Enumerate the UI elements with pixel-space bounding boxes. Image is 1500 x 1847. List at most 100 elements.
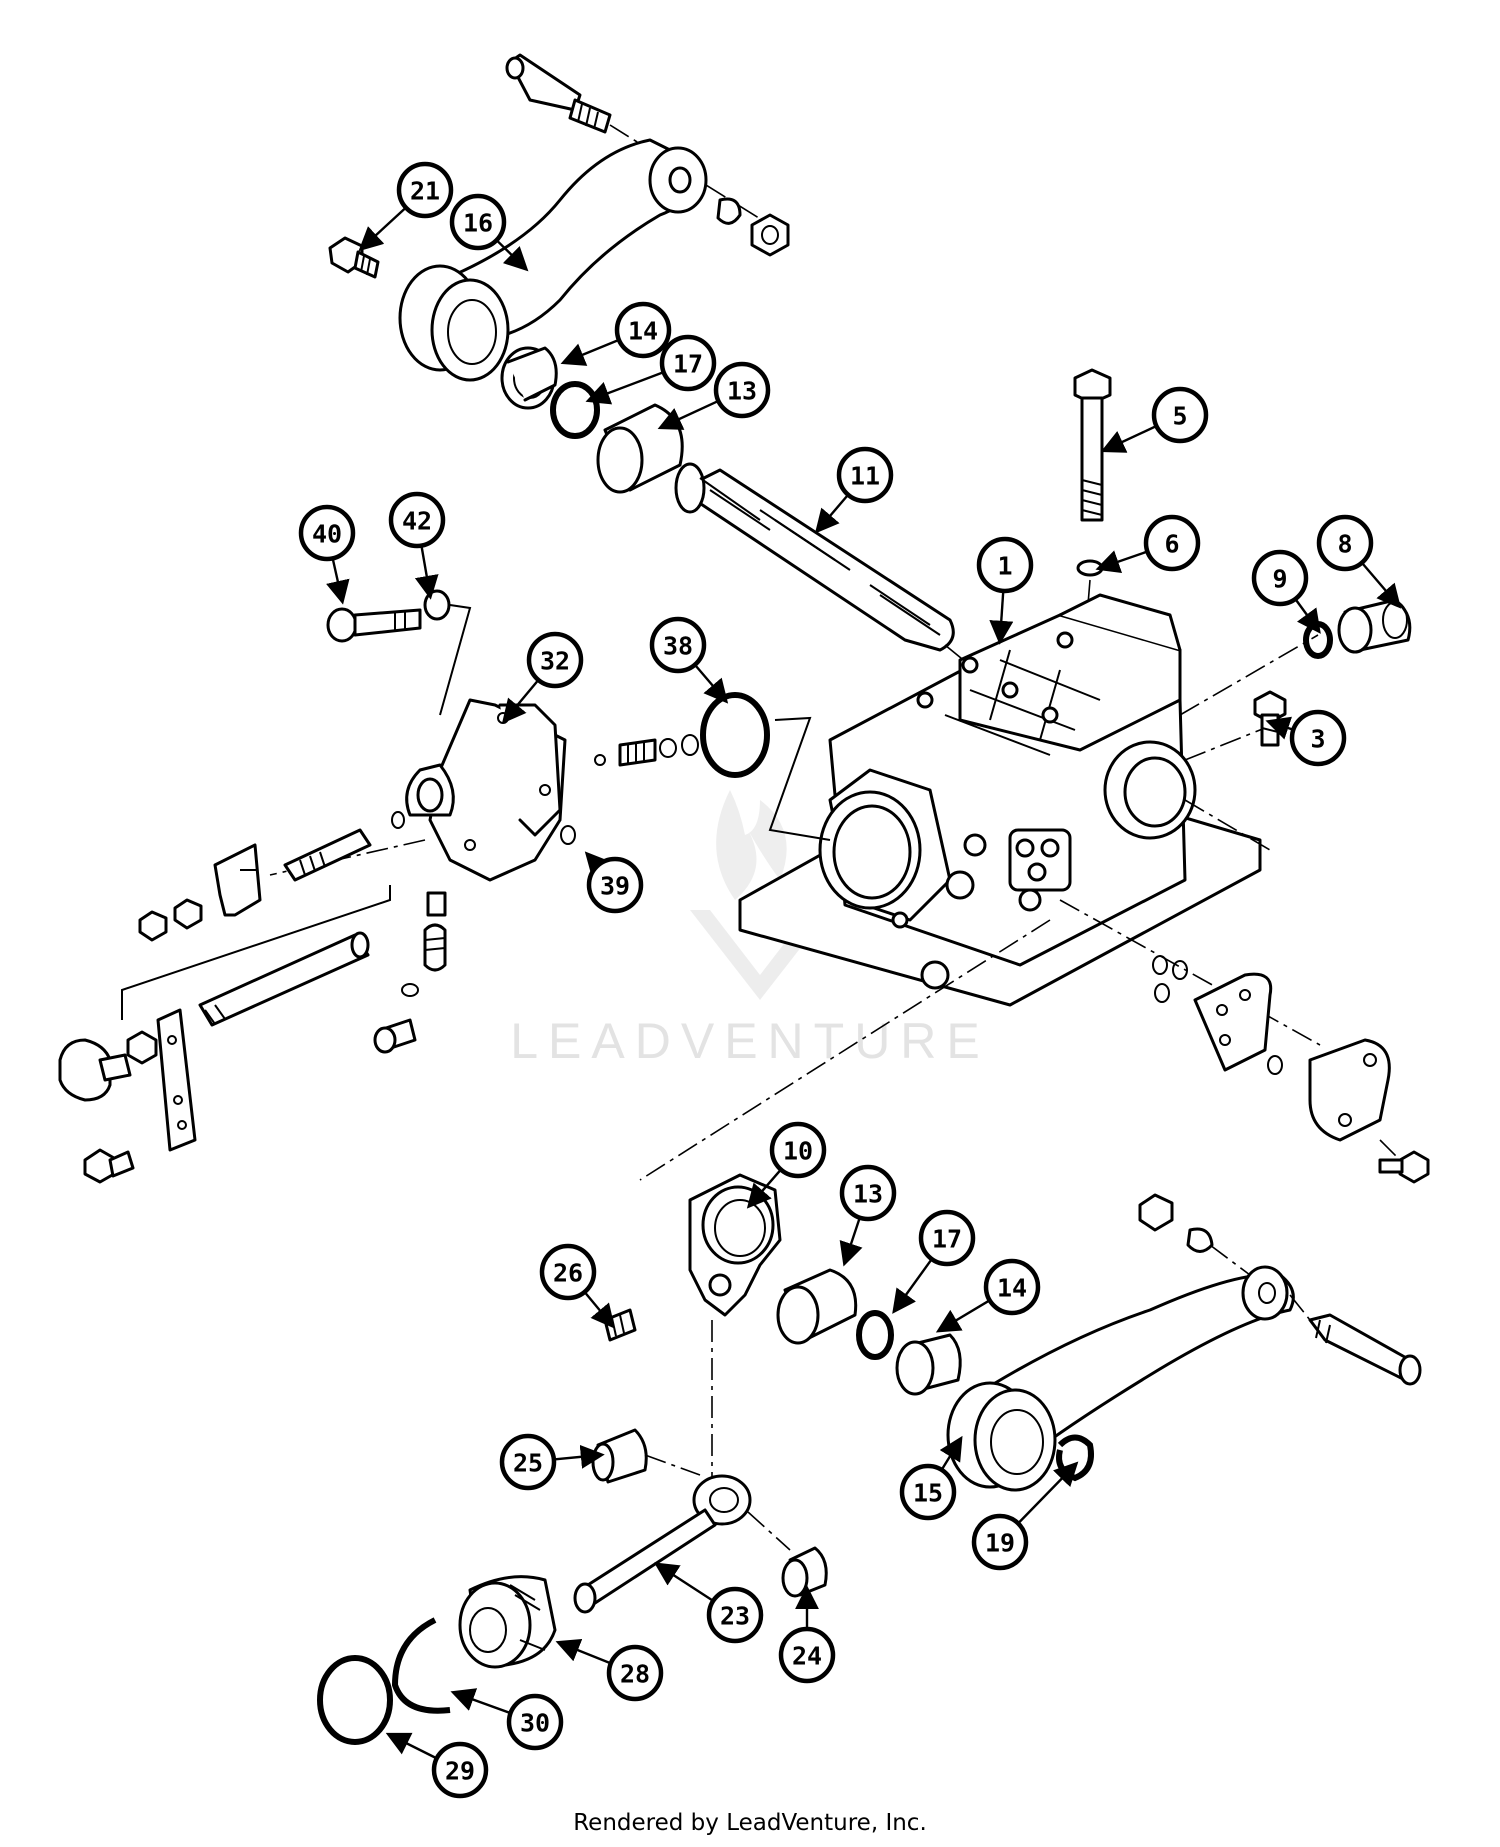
callout-leader	[495, 239, 529, 272]
callout-28: 28	[555, 1638, 664, 1702]
bolt-40	[326, 607, 422, 643]
handle-knob	[58, 1038, 132, 1102]
lift-housing-1	[738, 593, 1262, 1007]
callout-leader	[1095, 550, 1148, 574]
callout-label: 17	[673, 350, 703, 379]
footer-credit: Rendered by LeadVenture, Inc.	[573, 1810, 927, 1836]
callout-circle	[449, 193, 507, 251]
callout-circle	[976, 536, 1034, 594]
callout-21: 21	[358, 161, 454, 252]
shaft-left	[198, 931, 370, 1027]
callout-circle	[1151, 386, 1209, 444]
callout-leader	[892, 1258, 933, 1314]
retaining-ring-30	[391, 1617, 451, 1714]
callout-circle	[606, 1644, 664, 1702]
callout-1: 1	[976, 536, 1034, 645]
callout-32: 32	[501, 631, 584, 724]
callout-circle	[1289, 709, 1347, 767]
nut-knob	[126, 1030, 158, 1065]
callout-circle	[1316, 514, 1374, 572]
callout-16: 16	[449, 193, 529, 272]
plug-screw	[373, 1018, 417, 1054]
callout-leader	[814, 493, 850, 534]
bolt-plate	[83, 1148, 135, 1184]
callout-label: 11	[850, 462, 880, 491]
callout-leader	[414, 545, 439, 600]
detent-spring	[401, 891, 447, 997]
valve-cover-gasket	[1152, 955, 1273, 1072]
snap-ring-19	[1056, 1434, 1094, 1482]
bushing-24	[781, 1546, 828, 1598]
watermark-text: LEADVENTURE	[510, 1013, 990, 1069]
bushing-14-upper	[500, 346, 558, 410]
callout-circle	[918, 1209, 976, 1267]
callout-label: 40	[312, 520, 342, 549]
upper-pin	[505, 53, 612, 134]
callout-8: 8	[1316, 514, 1402, 609]
callout-label: 13	[853, 1180, 883, 1209]
link-plate	[156, 1008, 197, 1152]
callout-9: 9	[1251, 549, 1321, 634]
callout-leader	[560, 338, 620, 366]
callout-circle	[899, 1463, 957, 1521]
callout-label: 1	[997, 552, 1012, 581]
callout-leader	[653, 1562, 714, 1602]
callout-label: 21	[410, 177, 440, 206]
callout-circle	[836, 446, 894, 504]
callout-leader	[553, 1444, 605, 1469]
callout-label: 14	[628, 317, 658, 346]
callout-label: 14	[997, 1274, 1027, 1303]
callout-leader	[693, 663, 729, 704]
nut-upper	[750, 213, 790, 257]
callout-leader	[584, 851, 610, 878]
callout-leader	[746, 1168, 782, 1209]
o-ring-29	[317, 1655, 393, 1745]
o-ring-17-upper	[550, 381, 600, 439]
callout-label: 28	[620, 1660, 650, 1689]
callout-label: 38	[663, 632, 693, 661]
callout-14: 14	[935, 1258, 1041, 1333]
callout-label: 17	[932, 1225, 962, 1254]
callout-circle	[1143, 514, 1201, 572]
callout-leader	[989, 590, 1014, 645]
callout-leader	[450, 1688, 511, 1715]
washer-6	[1076, 559, 1104, 577]
valve-cover	[1308, 1038, 1391, 1142]
callout-label: 26	[553, 1259, 583, 1288]
callout-circle	[539, 1243, 597, 1301]
callout-42: 42	[388, 491, 446, 600]
callout-24: 24	[778, 1585, 836, 1684]
callout-39: 39	[584, 851, 644, 914]
nuts-left	[138, 898, 203, 942]
callout-circle	[499, 1433, 557, 1491]
callout-29: 29	[385, 1732, 489, 1799]
lock-washer	[716, 197, 742, 225]
callout-circle	[506, 1693, 564, 1751]
callout-40: 40	[298, 504, 356, 605]
callout-leader	[1265, 716, 1294, 740]
valve-spool	[283, 811, 405, 882]
callout-label: 25	[513, 1449, 543, 1478]
piston-28	[458, 1575, 557, 1669]
valve-body-32	[405, 698, 567, 882]
callout-leader	[501, 679, 540, 724]
callout-leader	[555, 1638, 612, 1665]
callout-circle	[396, 161, 454, 219]
callout-5: 5	[1100, 386, 1209, 453]
callout-label: 6	[1164, 530, 1179, 559]
callout-38: 38	[649, 616, 729, 704]
callout-label: 13	[727, 377, 757, 406]
callout-leader	[583, 1291, 616, 1329]
callout-leader	[585, 371, 665, 405]
callout-label: 8	[1337, 530, 1352, 559]
callout-label: 23	[720, 1602, 750, 1631]
set-screw-26	[603, 1308, 637, 1342]
callout-label: 30	[520, 1709, 550, 1738]
callout-25: 25	[499, 1433, 605, 1491]
callout-leader	[1017, 1461, 1079, 1525]
bolt-3	[1253, 690, 1287, 747]
callout-circle	[778, 1626, 836, 1684]
callout-circle	[983, 1258, 1041, 1316]
